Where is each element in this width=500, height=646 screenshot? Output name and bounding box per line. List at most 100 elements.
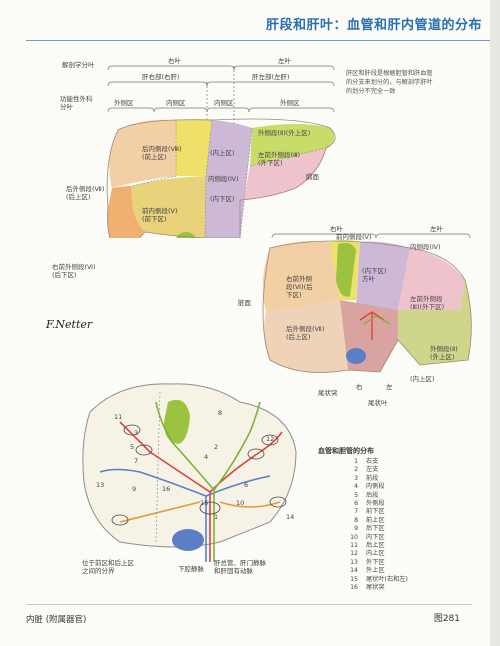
bottom-number-16: 16 bbox=[162, 485, 171, 493]
segment-5-region bbox=[131, 176, 206, 238]
legend-item: 2 左支 bbox=[342, 466, 408, 474]
legend-item-text: 尾状突 bbox=[366, 584, 385, 592]
legend-item-number: 13 bbox=[350, 558, 358, 566]
left-half-label: 肝左部(左肝) bbox=[252, 73, 290, 81]
legend-item-number: 2 bbox=[354, 466, 358, 474]
left-lobe-label: 左叶 bbox=[278, 57, 291, 65]
legend-title: 血管和胆管的分布 bbox=[318, 447, 374, 455]
functional-lobes-label: 功能性外科分叶 bbox=[60, 95, 93, 111]
visceral-segment-6 bbox=[262, 240, 340, 312]
right-lateral-division-label: 外侧区 bbox=[114, 99, 134, 107]
legend-item-text: 右支 bbox=[366, 458, 379, 465]
segment-2-label: 外侧段(Ⅱ)(外上区) bbox=[258, 129, 311, 137]
caudate-process-label: 尾状突 bbox=[318, 389, 338, 397]
legend-item-number: 14 bbox=[350, 567, 358, 575]
visceral-view-label: 脏面 bbox=[238, 299, 251, 307]
legend-item-text: 外下区 bbox=[366, 558, 385, 566]
legend-item-text: 内下区 bbox=[366, 533, 385, 541]
segment-6-region bbox=[107, 186, 145, 238]
legend-item-text: 后下区 bbox=[366, 525, 385, 533]
bottom-number-9: 9 bbox=[132, 485, 137, 493]
visceral-segment-5-label: 前内侧段(Ⅴ) bbox=[336, 233, 372, 241]
visceral-gallbladder bbox=[336, 242, 356, 297]
page-edge-tab bbox=[490, 0, 500, 646]
footer-section: 内脏 (附属器官) bbox=[26, 615, 87, 625]
legend-item-text: 前上区 bbox=[366, 516, 385, 524]
bottom-number-14: 14 bbox=[286, 513, 295, 521]
visceral-segment-6-label: 右前外侧 段(Ⅵ)(后 下区) bbox=[286, 275, 313, 299]
figure-number: 图281 bbox=[433, 614, 460, 624]
visceral-ivc bbox=[346, 348, 366, 364]
vascular-distribution-diagram bbox=[82, 383, 297, 562]
bottom-number-15: 15 bbox=[200, 499, 209, 507]
boundary-label: 位于前区和后上区 之间的分界 bbox=[82, 559, 134, 575]
visceral-right-label: 右 bbox=[356, 383, 363, 391]
legend-item-number: 5 bbox=[354, 491, 358, 499]
diaphragmatic-surface-diagram bbox=[106, 65, 336, 238]
caudate-lobe-label: 尾状叶 bbox=[368, 399, 388, 407]
bottom-number-8: 8 bbox=[218, 409, 223, 417]
bottom-number-10: 10 bbox=[236, 499, 245, 507]
right-lobe-label: 右叶 bbox=[168, 57, 181, 65]
legend-item-text: 外侧段 bbox=[366, 500, 385, 508]
bottom-number-2: 2 bbox=[214, 443, 219, 451]
bottom-number-3: 3 bbox=[134, 429, 139, 437]
right-medial-division-label: 内侧区 bbox=[166, 99, 186, 107]
segment-3-region bbox=[244, 148, 326, 200]
segment-4-upper-label: (内上区) bbox=[210, 149, 235, 157]
legend-item-text: 外上区 bbox=[366, 567, 385, 575]
legend-item-number: 12 bbox=[350, 550, 358, 558]
legend-item-text: 尾状叶(右和左) bbox=[366, 575, 408, 583]
legend-item-text: 前段 bbox=[366, 474, 379, 482]
legend-item: 16 尾状突 bbox=[342, 584, 408, 592]
bottom-number-1: 1 bbox=[214, 513, 219, 521]
bottom-number-6: 6 bbox=[244, 481, 249, 489]
segment-3-label: 左前外侧段(Ⅲ) (外下区) bbox=[258, 151, 301, 167]
legend-item-text: 后段 bbox=[366, 491, 379, 499]
ivc-label: 下腔静脉 bbox=[178, 565, 204, 573]
segment-6-label: 右前外侧段(Ⅵ) (后下区) bbox=[52, 263, 96, 279]
legend-item: 1 右支 bbox=[342, 458, 408, 466]
legend-item: 12 内上区 bbox=[342, 550, 408, 558]
bottom-ivc bbox=[172, 529, 204, 551]
legend-item-text: 左支 bbox=[366, 466, 379, 474]
legend-item-number: 6 bbox=[354, 500, 358, 508]
bottom-number-5: 5 bbox=[130, 443, 135, 451]
bottom-number-4: 4 bbox=[204, 453, 209, 461]
visceral-segment-2-label: 外侧段(Ⅱ) (外上区) bbox=[430, 345, 458, 361]
visceral-segment-4-inner-label: (内下区) 方叶 bbox=[362, 267, 387, 283]
legend-item-text: 内上区 bbox=[366, 550, 385, 558]
legend-item-number: 8 bbox=[354, 516, 358, 524]
segmentation-note: 肝区和肝段是根据胆管和肝血管的分支来划分的，与解剖学肝叶的划分不完全一致 bbox=[346, 70, 433, 95]
visceral-left-lobe-label: 左叶 bbox=[430, 225, 443, 233]
legend-item-number: 7 bbox=[354, 508, 358, 516]
segment-7-label: 后外侧段(Ⅶ) (后上区) bbox=[66, 185, 105, 201]
visceral-segment-4 bbox=[356, 241, 410, 310]
bottom-number-7: 7 bbox=[134, 457, 139, 465]
legend-item-text: 前下区 bbox=[366, 508, 385, 516]
artist-signature: F.Netter bbox=[46, 318, 93, 331]
legend-item-number: 1 bbox=[354, 458, 358, 465]
segment-7-region bbox=[109, 119, 176, 188]
legend-item: 13 外下区 bbox=[342, 559, 408, 567]
legend-item-number: 4 bbox=[354, 483, 358, 491]
legend-item-text: 后上区 bbox=[366, 542, 385, 550]
legend-item: 7 前下区 bbox=[342, 508, 408, 516]
visceral-surface-diagram bbox=[262, 233, 472, 373]
legend-item-number: 16 bbox=[350, 584, 358, 592]
legend-item: 14 外上区 bbox=[342, 567, 408, 575]
visceral-right-lobe-label: 右叶 bbox=[330, 225, 343, 233]
visceral-segment-4-label: 内侧段(Ⅳ) bbox=[410, 243, 441, 251]
header-rule bbox=[26, 40, 496, 41]
legend-item: 6 外侧段 bbox=[342, 500, 408, 508]
liver-outline bbox=[82, 383, 297, 548]
legend-item-number: 9 bbox=[354, 525, 358, 533]
visceral-segment-7 bbox=[263, 300, 348, 373]
visceral-segment-2 bbox=[398, 280, 472, 365]
diaphragmatic-view-label: 膈面 bbox=[306, 173, 319, 181]
